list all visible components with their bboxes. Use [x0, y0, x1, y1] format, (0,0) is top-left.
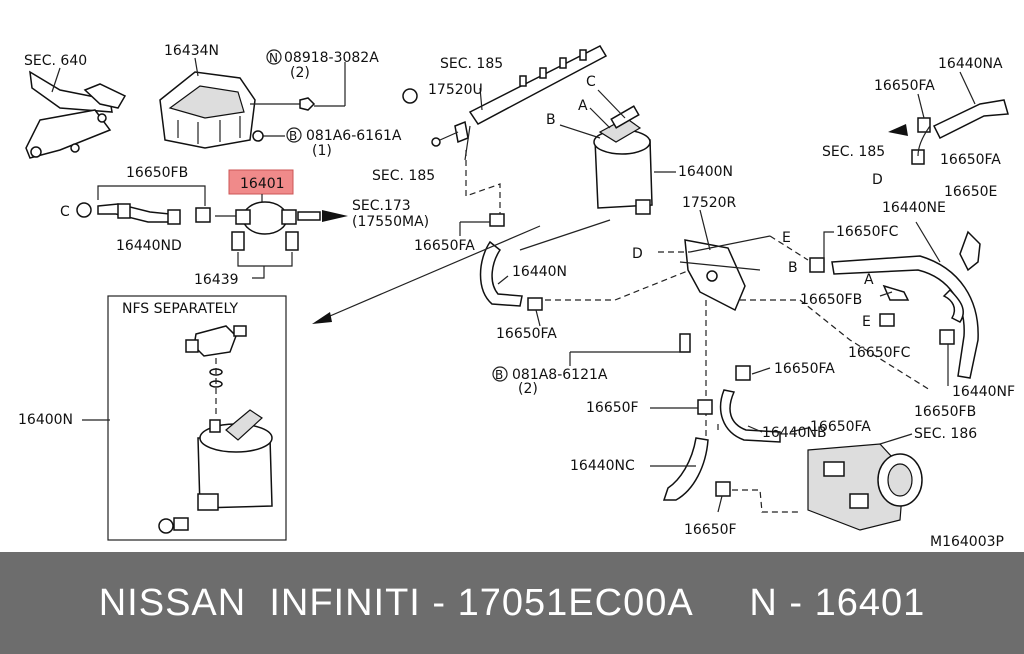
- label-16650FA-tr1: 16650FA: [874, 78, 935, 94]
- label-16400N-top: 16400N: [678, 164, 733, 180]
- label-16650FA-mid2: 16650FA: [496, 326, 557, 342]
- label-17520R: 17520R: [682, 195, 737, 211]
- label-081A8-qty: (2): [518, 381, 538, 397]
- hose-16440ND: [76, 185, 211, 225]
- label-B-right: B: [788, 260, 798, 276]
- label-D-tr: D: [872, 172, 883, 188]
- label-16650FC: 16650FC: [836, 224, 899, 240]
- hose-16440NB-NC: [662, 365, 800, 513]
- label-sec173: SEC.173: [352, 198, 411, 214]
- label-B-top: B: [546, 112, 556, 128]
- leader-lines: [459, 171, 949, 513]
- priming-pump-16401: [215, 169, 348, 279]
- label-08918-qty: (2): [290, 65, 310, 81]
- fuel-pump-sec186: [807, 433, 923, 531]
- label-16650FA-tr2: 16650FA: [940, 152, 1001, 168]
- hose-16440N: [312, 150, 691, 324]
- label-A-top: A: [578, 98, 588, 114]
- label-16650FB-left: 16650FB: [126, 165, 188, 181]
- label-08918-3082A: 08918-3082A: [284, 50, 379, 66]
- footer-banner: NISSAN INFINITI - 17051EC00A N - 16401: [0, 552, 1024, 654]
- circle-letter-n: N: [269, 51, 278, 65]
- fuel-filter-top: [559, 89, 653, 215]
- label-16650FA-c2: 16650FA: [810, 419, 871, 435]
- label-E-right: E: [862, 314, 871, 330]
- label-16650FB-bottom: 16650FB: [914, 404, 976, 420]
- label-16440NE: 16440NE: [882, 200, 946, 216]
- label-16650FA-c: 16650FA: [774, 361, 835, 377]
- bracket-sec640: [25, 67, 127, 159]
- label-sec185-top: SEC. 185: [440, 56, 503, 72]
- label-nfs-separately: NFS SEPARATELY: [122, 301, 238, 317]
- label-16440N: 16440N: [512, 264, 567, 280]
- label-16440NC: 16440NC: [570, 458, 635, 474]
- parts-diagram: N B B SEC. 640 16434N 08918-3082A (2) 08…: [18, 43, 1016, 550]
- label-081A8-6121A: 081A8-6121A: [512, 367, 608, 383]
- label-16401: 16401: [240, 176, 285, 192]
- label-sec640: SEC. 640: [24, 53, 87, 69]
- label-A-right: A: [864, 272, 874, 288]
- label-diagram-code: M164003P: [930, 534, 1004, 550]
- footer-part-text: NISSAN INFINITI - 17051EC00A N - 16401: [98, 581, 926, 624]
- label-16440NB: 16440NB: [762, 425, 827, 441]
- hose-16440NE: [740, 230, 981, 391]
- label-081A6-qty: (1): [312, 143, 332, 159]
- label-E-mid: E: [782, 230, 791, 246]
- label-16650E: 16650E: [944, 184, 997, 200]
- label-sec173-sub: (17550MA): [352, 214, 429, 230]
- label-17520U: 17520U: [428, 82, 483, 98]
- label-sec185-right: SEC. 185: [822, 144, 885, 160]
- label-16650F-b: 16650F: [684, 522, 737, 538]
- label-16440NA: 16440NA: [938, 56, 1003, 72]
- nfs-box: [82, 295, 287, 541]
- label-16650F-c: 16650F: [586, 400, 639, 416]
- label-16650FA-mid: 16650FA: [414, 238, 475, 254]
- label-16440NF: 16440NF: [952, 384, 1015, 400]
- hose-16440NA: [888, 71, 1009, 165]
- label-16400N-box: 16400N: [18, 412, 73, 428]
- fuel-rail: [402, 45, 608, 161]
- label-081A6-6161A: 081A6-6161A: [306, 128, 402, 144]
- label-16650FC-2: 16650FC: [848, 345, 911, 361]
- label-16439: 16439: [194, 272, 239, 288]
- label-C-left: C: [60, 204, 70, 220]
- label-16434N: 16434N: [164, 43, 219, 59]
- label-sec186: SEC. 186: [914, 426, 977, 442]
- circle-letter-b1: B: [289, 129, 297, 143]
- cover-16434N: [159, 57, 346, 149]
- bracket-17520R: [569, 235, 771, 440]
- label-D-mid: D: [632, 246, 643, 262]
- label-sec185-mid: SEC. 185: [372, 168, 435, 184]
- circle-letter-b2: B: [495, 368, 503, 382]
- label-16440ND: 16440ND: [116, 238, 182, 254]
- label-16650FB-right: 16650FB: [800, 292, 862, 308]
- label-C-top: C: [586, 74, 596, 90]
